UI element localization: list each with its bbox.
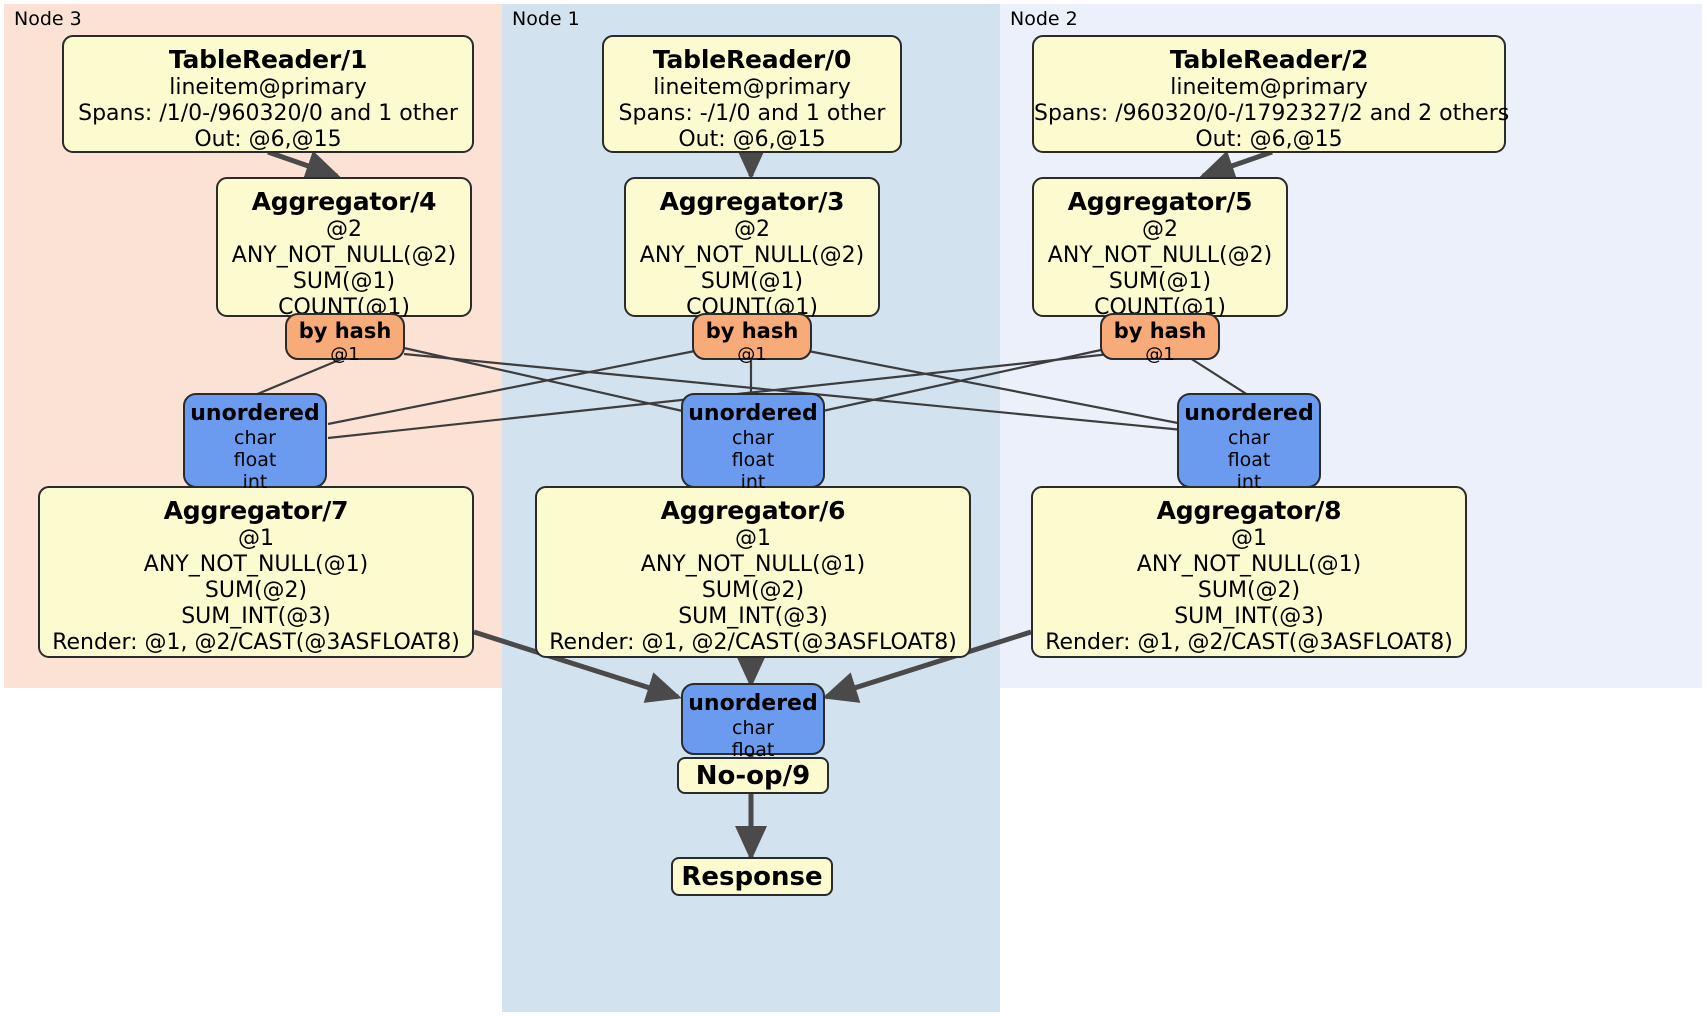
processor-detail-line: SUM(@1) (700, 269, 804, 294)
synchronizer-title: unordered (190, 401, 320, 426)
processor-title: Aggregator/4 (251, 187, 437, 216)
processor-render-line: Render: @1, @2/CAST(@3ASFLOAT8) (1045, 630, 1453, 655)
processor-response[interactable]: Response (671, 857, 833, 896)
processor-detail-line: @1 (238, 526, 274, 551)
synchronizer-type-line: float (1227, 449, 1271, 471)
synchronizer-type-line: char (234, 427, 276, 449)
synchronizer-type-line: int (242, 471, 268, 493)
processor-detail-line: Out: @6,@15 (678, 127, 826, 152)
processor-aggregator-7[interactable]: Aggregator/7 @1 ANY_NOT_NULL(@1) SUM(@2)… (38, 486, 474, 658)
processor-detail-line: SUM(@2) (204, 578, 308, 603)
processor-detail-line: @2 (326, 217, 362, 242)
synchronizer-title: unordered (1184, 401, 1314, 426)
processor-aggregator-4[interactable]: Aggregator/4 @2 ANY_NOT_NULL(@2) SUM(@1)… (216, 177, 472, 320)
processor-table-reader-1[interactable]: TableReader/1 lineitem@primary Spans: /1… (62, 35, 474, 153)
processor-detail-line: SUM_INT(@3) (1174, 604, 1324, 629)
processor-detail-line: Spans: -/1/0 and 1 other (618, 101, 886, 126)
processor-title: Aggregator/6 (660, 496, 846, 525)
processor-detail-line: @1 (735, 526, 771, 551)
synchronizer-type-line: float (731, 739, 775, 761)
processor-table-reader-2[interactable]: TableReader/2 lineitem@primary Spans: /9… (1032, 35, 1510, 153)
processor-detail-line: lineitem@primary (169, 75, 367, 100)
processor-detail-line: SUM_INT(@3) (181, 604, 331, 629)
synchronizer-type-line: int (1236, 471, 1262, 493)
processor-table-reader-0[interactable]: TableReader/0 lineitem@primary Spans: -/… (602, 35, 902, 153)
processor-title: Aggregator/8 (1156, 496, 1342, 525)
processor-title: Aggregator/3 (659, 187, 845, 216)
processor-aggregator-8[interactable]: Aggregator/8 @1 ANY_NOT_NULL(@1) SUM(@2)… (1031, 486, 1467, 658)
processor-detail-line: lineitem@primary (653, 75, 851, 100)
synchronizer-type-line: int (740, 471, 766, 493)
node-panel-label-node2: Node 2 (1010, 8, 1078, 30)
processor-detail-line: @2 (1142, 217, 1178, 242)
synchronizer-type-line: float (233, 449, 277, 471)
router-title: by hash (705, 319, 799, 343)
processor-detail-line: Out: @6,@15 (194, 127, 342, 152)
processor-title: Aggregator/5 (1067, 187, 1253, 216)
synchronizer-title: unordered (688, 691, 818, 716)
synchronizer-unordered-final[interactable]: unordered char float (681, 683, 825, 761)
processor-title: Aggregator/7 (163, 496, 349, 525)
processor-detail-line: ANY_NOT_NULL(@2) (231, 243, 457, 268)
processor-detail-line: @2 (734, 217, 770, 242)
processor-detail-line: SUM(@2) (701, 578, 805, 603)
processor-detail-line: SUM_INT(@3) (678, 604, 828, 629)
processor-detail-line: ANY_NOT_NULL(@1) (1136, 552, 1362, 577)
processor-detail-line: @1 (1231, 526, 1267, 551)
synchronizer-type-line: char (1228, 427, 1270, 449)
processor-title: TableReader/1 (168, 45, 368, 74)
synchronizer-unordered-center[interactable]: unordered char float int (681, 393, 825, 493)
router-by-hash-left[interactable]: by hash @1 (285, 313, 405, 365)
processor-detail-line: SUM(@1) (292, 269, 396, 294)
processor-title: TableReader/0 (652, 45, 852, 74)
processor-detail-line: SUM(@2) (1197, 578, 1301, 603)
synchronizer-type-line: char (732, 717, 774, 739)
node-panel-label-node3: Node 3 (14, 8, 82, 30)
processor-aggregator-6[interactable]: Aggregator/6 @1 ANY_NOT_NULL(@1) SUM(@2)… (535, 486, 971, 658)
synchronizer-type-line: float (731, 449, 775, 471)
processor-title: No-op/9 (695, 760, 811, 791)
processor-detail-line: ANY_NOT_NULL(@2) (639, 243, 865, 268)
router-title: by hash (1113, 319, 1207, 343)
synchronizer-unordered-right[interactable]: unordered char float int (1177, 393, 1321, 493)
processor-render-line: Render: @1, @2/CAST(@3ASFLOAT8) (549, 630, 957, 655)
processor-title: Response (681, 861, 823, 892)
processor-detail-line: ANY_NOT_NULL(@1) (640, 552, 866, 577)
node-panel-label-node1: Node 1 (512, 8, 580, 30)
processor-detail-line: Out: @6,@15 (1195, 127, 1343, 152)
processor-detail-line: SUM(@1) (1108, 269, 1212, 294)
router-detail-line: @1 (1145, 344, 1175, 365)
synchronizer-title: unordered (688, 401, 818, 426)
processor-detail-line: lineitem@primary (1170, 75, 1368, 100)
router-by-hash-right[interactable]: by hash @1 (1100, 313, 1220, 365)
processor-detail-line: Spans: /960320/0-/1792327/2 and 2 others (1034, 101, 1510, 126)
processor-render-line: Render: @1, @2/CAST(@3ASFLOAT8) (52, 630, 460, 655)
processor-detail-line: ANY_NOT_NULL(@1) (143, 552, 369, 577)
processor-aggregator-3[interactable]: Aggregator/3 @2 ANY_NOT_NULL(@2) SUM(@1)… (624, 177, 880, 320)
processor-detail-line: Spans: /1/0-/960320/0 and 1 other (78, 101, 458, 126)
router-title: by hash (298, 319, 392, 343)
processor-noop-9[interactable]: No-op/9 (677, 757, 829, 794)
synchronizer-unordered-left[interactable]: unordered char float int (183, 393, 327, 493)
router-detail-line: @1 (330, 344, 360, 365)
processor-detail-line: ANY_NOT_NULL(@2) (1047, 243, 1273, 268)
processor-aggregator-5[interactable]: Aggregator/5 @2 ANY_NOT_NULL(@2) SUM(@1)… (1032, 177, 1288, 320)
synchronizer-type-line: char (732, 427, 774, 449)
router-detail-line: @1 (737, 344, 767, 365)
processor-title: TableReader/2 (1169, 45, 1369, 74)
router-by-hash-center[interactable]: by hash @1 (692, 313, 812, 365)
